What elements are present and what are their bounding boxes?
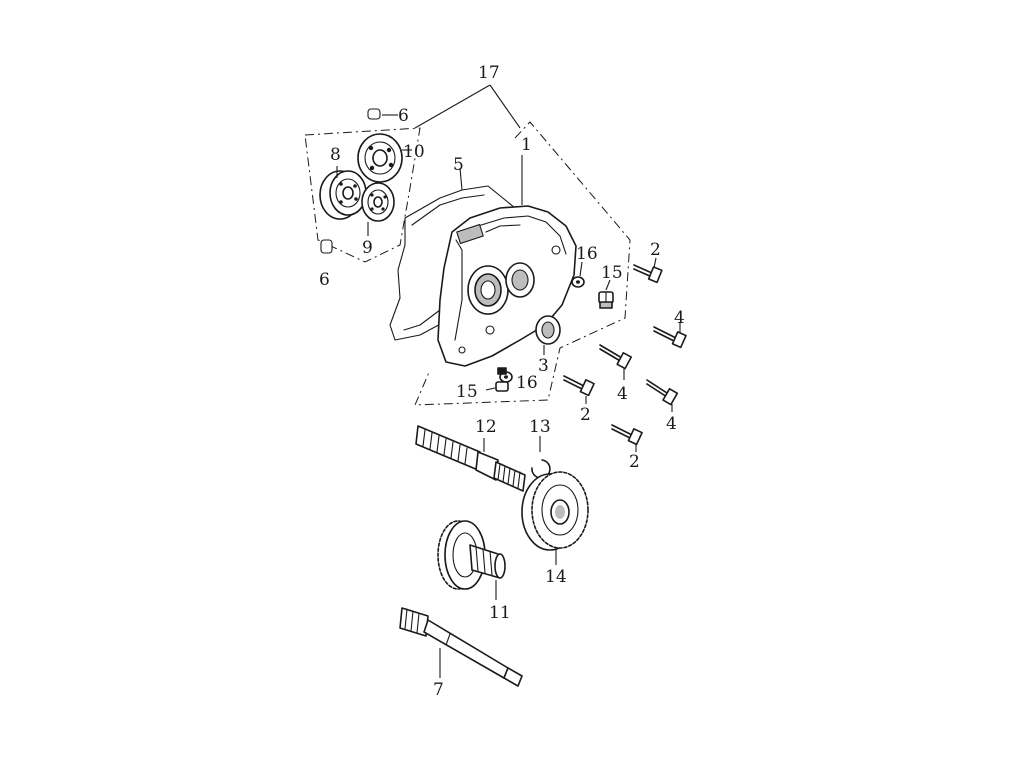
cover-group-boundary bbox=[414, 121, 631, 406]
callout-6-top: 6 bbox=[398, 106, 409, 126]
leader-17 bbox=[414, 84, 521, 129]
flange-bolt-4-bottom bbox=[646, 379, 679, 412]
callout-2-bottom: 2 bbox=[629, 452, 640, 472]
callout-16-bottom: 16 bbox=[516, 373, 538, 393]
circlip-13 bbox=[531, 436, 551, 479]
callout-14: 14 bbox=[545, 567, 567, 587]
callout-4-middle: 4 bbox=[617, 384, 628, 404]
callout-15-bottom: 15 bbox=[456, 382, 478, 402]
flange-bolt-4-middle bbox=[599, 344, 633, 380]
bearing-10 bbox=[357, 133, 412, 183]
callout-7: 7 bbox=[433, 680, 444, 700]
countershaft-gear-11 bbox=[437, 520, 506, 600]
drive-gear-14 bbox=[521, 471, 589, 565]
callout-13: 13 bbox=[529, 417, 551, 437]
bearing-group-boundary bbox=[304, 127, 421, 263]
dowel-pin-6-bottom bbox=[320, 239, 333, 254]
callout-6-bottom: 6 bbox=[319, 270, 330, 290]
oil-seal-3 bbox=[535, 315, 561, 355]
dowel-pin-6-top bbox=[367, 108, 398, 120]
callout-2-middle: 2 bbox=[580, 405, 591, 425]
bearing-9 bbox=[361, 182, 395, 236]
callout-3: 3 bbox=[538, 356, 549, 376]
callout-12: 12 bbox=[475, 417, 497, 437]
bearing-8 bbox=[319, 166, 367, 220]
input-shaft-12 bbox=[415, 425, 526, 492]
flange-bolt-2-bottom bbox=[611, 424, 643, 452]
drain-bolt-15-top bbox=[598, 279, 614, 309]
washer-16-top bbox=[571, 261, 585, 288]
callout-17: 17 bbox=[478, 63, 500, 83]
flange-bolt-4-top bbox=[653, 322, 687, 349]
callout-1: 1 bbox=[521, 135, 532, 155]
flange-bolt-2-top bbox=[633, 257, 663, 284]
flange-bolt-2-middle bbox=[563, 375, 595, 404]
callout-4-top: 4 bbox=[674, 308, 685, 328]
callout-4-bottom: 4 bbox=[666, 414, 677, 434]
drain-bolt-15-bottom bbox=[485, 367, 509, 392]
callout-5: 5 bbox=[453, 155, 464, 175]
callout-15-top: 15 bbox=[601, 263, 623, 283]
callout-10: 10 bbox=[403, 142, 425, 162]
callout-11: 11 bbox=[489, 603, 511, 623]
callout-2-top: 2 bbox=[650, 240, 661, 260]
callout-16-top: 16 bbox=[576, 244, 598, 264]
output-shaft-7 bbox=[399, 607, 523, 687]
callout-9: 9 bbox=[362, 238, 373, 258]
callout-8: 8 bbox=[330, 145, 341, 165]
